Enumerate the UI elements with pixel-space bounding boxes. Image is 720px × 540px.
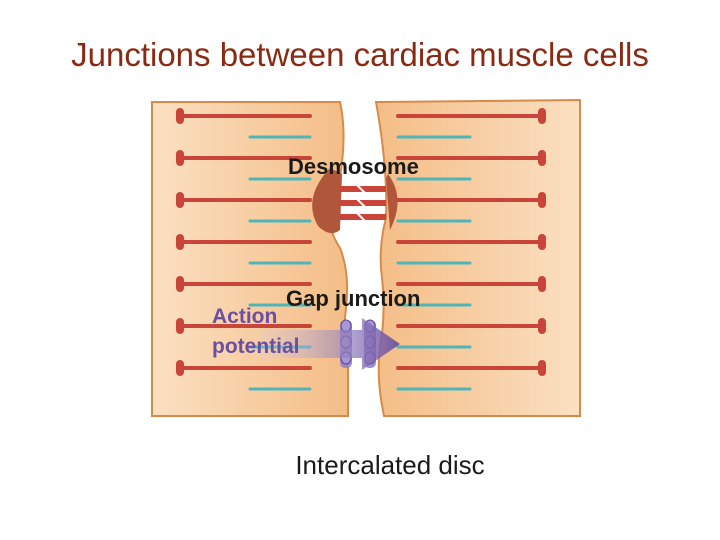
desmosome	[312, 168, 398, 234]
action-potential-arrow	[260, 318, 400, 370]
desmosome-label: Desmosome	[288, 154, 419, 179]
action-potential-label: Action potential	[212, 302, 300, 362]
action-potential-label-line1: Action	[212, 305, 278, 328]
slide-title: Junctions between cardiac muscle cells	[71, 36, 649, 73]
action-potential-label-line2: potential	[212, 335, 300, 358]
intercalated-disc-diagram	[151, 98, 581, 417]
myofibrils	[176, 108, 546, 391]
gap-junction-label: Gap junction	[286, 286, 421, 311]
intercalated-disc-caption: Intercalated disc	[295, 450, 485, 480]
